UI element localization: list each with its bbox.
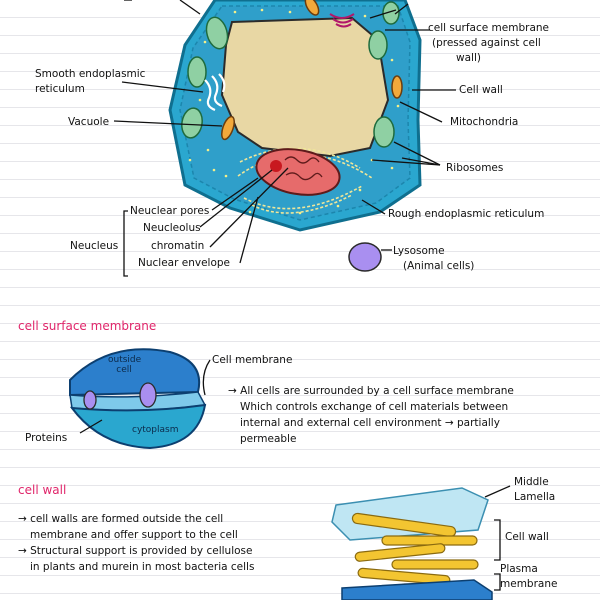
mitochondrion [391,75,403,99]
rough-er-shape [237,147,373,214]
membrane-text-line: internal and external cell environment →… [240,417,500,429]
smooth-er-shape [204,73,226,112]
label-ribosomes: Ribosomes [446,162,504,174]
golgi-body [329,13,355,28]
protein-shape [83,390,97,410]
protein-shape [139,382,157,408]
label-pressed-note-end: wall) [456,52,481,64]
label-middle-lamella: Middle [514,476,549,488]
membrane-leaders [79,359,211,434]
membrane-text-line: → All cells are surrounded by a cell sur… [228,385,514,397]
mitochondrion [221,115,235,141]
label-cell-surface-membrane: cell surface membrane [428,22,549,34]
chloroplast [205,16,229,50]
chromatin-shape [284,156,323,181]
label-nucleolus: Neucleolus [143,222,201,234]
label-nuclear-envelope: Nuclear envelope [138,257,231,269]
wall-text-line: in plants and murein in most bacteria ce… [30,561,255,573]
chloroplast [382,1,400,25]
heading-cell-wall: cell wall [18,483,67,497]
membrane-diagram [69,348,211,450]
label-middle-lamella-end: Lamella [514,491,556,503]
label-nucleus: Neucleus [70,240,119,252]
label-plasma-membrane-end: membrane [500,578,558,590]
label-vacuole: Vacuole [68,116,110,128]
membrane-bottom [69,403,207,450]
label-rough-er: Rough endoplasmic reticulum [388,208,545,220]
chloroplast [368,30,388,60]
label-cell-wall: Cell wall [459,84,503,96]
membrane-text-line: Which controls exchange of cell material… [240,401,509,413]
chloroplast [373,116,395,148]
label-smooth-er: Smooth endoplasmic [35,68,146,80]
heading-cell-surface-membrane: cell surface membrane [18,319,157,333]
chloroplast [187,56,207,88]
label-pressed-note: (pressed against cell [432,37,541,49]
wall-leaders [484,485,511,591]
label-lysosome-note: (Animal cells) [403,260,475,272]
label-chromatin: chromatin [151,240,205,252]
wall-text-line: membrane and offer support to the cell [30,529,238,541]
nucleolus-shape [270,160,282,172]
plant-cell-diagram [113,0,456,277]
leader-lines [113,0,456,277]
membrane-text-line: permeable [240,433,297,445]
label-proteins: Proteins [25,432,68,444]
label-plasma-membrane: Plasma [500,563,538,575]
mitochondrion [304,0,320,16]
wall-text-line: → cell walls are formed outside the cell [18,513,224,525]
label-cytoplasm: cytoplasm [132,425,179,435]
plasma-membrane-shape [341,579,493,600]
ribosome-dots [188,8,400,215]
label-mitochondria: Mitochondria [450,116,519,128]
wall-text-line: → Structural support is provided by cell… [18,545,253,557]
label-outside-cell: outside cell [108,355,142,375]
label-lysosome: Lysosome [393,245,445,257]
vacuole-shape [220,16,390,158]
cell-wall-diagram [331,485,511,600]
label-wall-cell-wall: Cell wall [505,531,549,543]
membrane-top [69,348,201,397]
label-nuclear-pores: Neuclear pores [130,205,210,217]
label-cell-membrane: Cell membrane [212,354,293,366]
lysosome-shape [348,242,382,272]
label-smooth-er-end: reticulum [35,83,85,95]
